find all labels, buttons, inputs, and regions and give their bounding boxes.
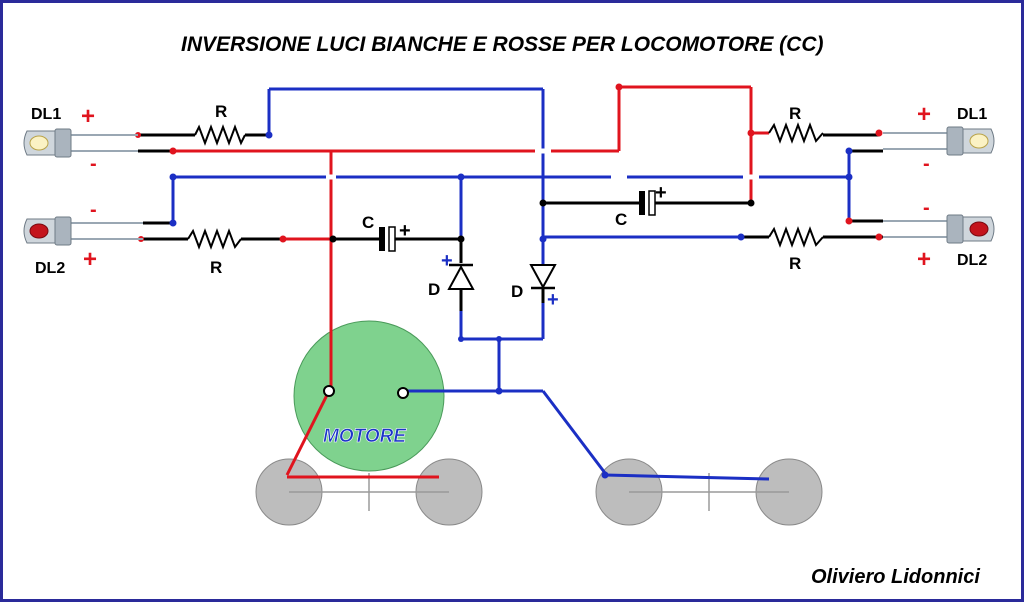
capacitor-right-plate-b bbox=[648, 190, 656, 216]
label-diode-right: D bbox=[511, 282, 523, 301]
wire-blue-wheel-pickup bbox=[604, 473, 770, 481]
diode-left-triangle bbox=[447, 264, 475, 290]
label-resistor-bottom-right: R bbox=[789, 254, 801, 273]
resistors bbox=[187, 122, 824, 250]
led-dl1-right bbox=[883, 126, 995, 156]
resistor-top-right bbox=[768, 122, 824, 144]
junction-dot bbox=[457, 235, 465, 243]
plus-sign-dl2-right: + bbox=[917, 246, 931, 273]
junction-dot bbox=[615, 83, 623, 91]
diode-right bbox=[529, 264, 557, 290]
black-wires bbox=[138, 133, 883, 311]
led-lens-red bbox=[29, 223, 49, 239]
led-lens-white bbox=[969, 133, 989, 149]
author-signature: Oliviero Lidonnici bbox=[811, 566, 980, 588]
wire-crossing-gaps bbox=[323, 148, 759, 180]
capacitor-left-plate-b bbox=[388, 226, 396, 252]
junction-dot bbox=[169, 219, 177, 227]
label-dl1-left: DL1 bbox=[31, 106, 61, 123]
wire-red-motor-to-wheel bbox=[285, 390, 331, 476]
motor-label: MOTORE bbox=[323, 426, 407, 447]
junction-dot bbox=[845, 217, 853, 225]
junction-dot bbox=[496, 336, 502, 342]
junction-dot bbox=[539, 199, 547, 207]
junction-dot bbox=[747, 199, 755, 207]
label-capacitor-right: C bbox=[615, 210, 627, 229]
plus-sign-diode-right: + bbox=[547, 289, 559, 311]
capacitor-right bbox=[639, 190, 656, 216]
resistor-bottom-right bbox=[768, 226, 824, 248]
motor-terminal-left bbox=[323, 385, 335, 397]
minus-sign-dl1-left: - bbox=[90, 153, 97, 175]
plus-sign-dl1-right: + bbox=[917, 101, 931, 128]
wire-blue-to-wheel bbox=[541, 390, 607, 474]
capacitor-right-plate-a bbox=[639, 191, 645, 215]
diagram-title: INVERSIONE LUCI BIANCHE E ROSSE PER LOCO… bbox=[181, 33, 824, 56]
junction-dot bbox=[279, 235, 287, 243]
label-capacitor-left: C bbox=[362, 213, 374, 232]
led-collar bbox=[946, 214, 964, 244]
resistor-top-left bbox=[194, 124, 246, 146]
capacitor-left bbox=[379, 226, 396, 252]
led-dl1-left bbox=[23, 128, 138, 158]
label-resistor-top-right: R bbox=[789, 104, 801, 123]
junction-dot bbox=[329, 235, 337, 243]
led-collar bbox=[54, 216, 72, 246]
plus-sign-diode-left: + bbox=[441, 250, 453, 272]
minus-sign-dl2-right: - bbox=[923, 197, 930, 219]
minus-sign-dl1-right: - bbox=[923, 153, 930, 175]
junction-dot bbox=[875, 129, 883, 137]
label-dl1-right: DL1 bbox=[957, 106, 987, 123]
motor-body bbox=[293, 320, 445, 472]
motor-group: MOTORE bbox=[293, 320, 445, 472]
plus-sign-dl2-left: + bbox=[83, 246, 97, 273]
led-lens-red bbox=[969, 221, 989, 237]
capacitor-left-plate-a bbox=[379, 227, 385, 251]
led-collar bbox=[54, 128, 72, 158]
led-collar bbox=[946, 126, 964, 156]
junction-dot bbox=[845, 147, 853, 155]
junction-dot bbox=[601, 471, 609, 479]
junction-dot bbox=[737, 233, 745, 241]
resistor-bottom-left bbox=[187, 228, 242, 250]
label-resistor-bottom-left: R bbox=[210, 258, 222, 277]
plus-sign-capacitor-right: + bbox=[655, 182, 667, 204]
junction-dots bbox=[135, 83, 883, 479]
label-resistor-top-left: R bbox=[215, 102, 227, 121]
circuit-diagram: MOTORE bbox=[23, 33, 995, 588]
led-dl2-right bbox=[883, 214, 995, 244]
red-wires bbox=[173, 85, 769, 479]
junction-dot bbox=[458, 336, 464, 342]
plus-sign-dl1-left: + bbox=[81, 103, 95, 130]
label-dl2-right: DL2 bbox=[957, 252, 987, 269]
label-diode-left: D bbox=[428, 280, 440, 299]
junction-dot bbox=[747, 129, 755, 137]
junction-dot bbox=[875, 233, 883, 241]
junction-dot bbox=[539, 235, 547, 243]
junction-dot bbox=[169, 173, 177, 181]
diode-left bbox=[447, 263, 475, 290]
motor-terminal-right bbox=[397, 387, 409, 399]
junction-dot bbox=[169, 147, 177, 155]
junction-dot bbox=[845, 173, 853, 181]
plus-sign-capacitor-left: + bbox=[399, 220, 411, 242]
label-dl2-left: DL2 bbox=[35, 260, 65, 277]
junction-dot bbox=[265, 131, 273, 139]
led-lens-white bbox=[29, 135, 49, 151]
junction-dot bbox=[457, 173, 465, 181]
wheels-group bbox=[255, 458, 823, 526]
junction-dot bbox=[495, 387, 503, 395]
led-dl2-left bbox=[23, 216, 143, 246]
minus-sign-dl2-left: - bbox=[90, 199, 97, 221]
diode-right-triangle bbox=[529, 264, 557, 290]
